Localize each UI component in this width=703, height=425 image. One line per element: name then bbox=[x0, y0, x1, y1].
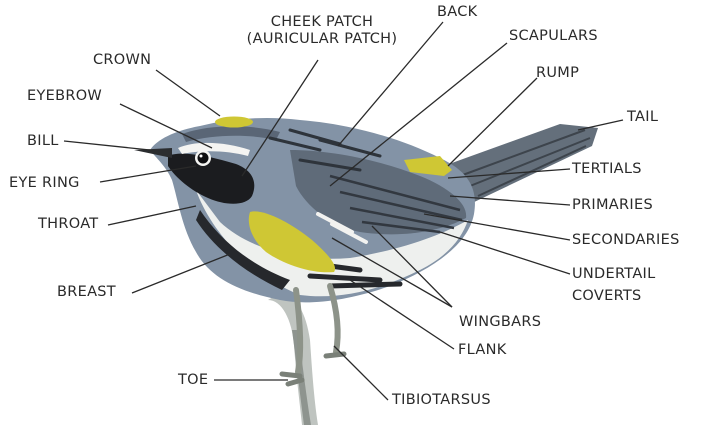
label-tibiotarsus: TIBIOTARSUS bbox=[392, 392, 491, 409]
label-tail: TAIL bbox=[627, 109, 658, 126]
eye bbox=[198, 153, 209, 164]
leader-flank bbox=[350, 280, 454, 349]
label-undertail-line1: UNDERTAIL bbox=[572, 266, 656, 283]
crown-patch bbox=[215, 117, 253, 128]
label-wingbars: WINGBARS bbox=[459, 314, 541, 331]
toes bbox=[282, 354, 344, 384]
label-eyebrow: EYEBROW bbox=[27, 88, 102, 105]
label-secondaries: SECONDARIES bbox=[572, 232, 680, 249]
label-undertail-coverts: UNDERTAIL COVERTS bbox=[572, 266, 656, 305]
label-toe: TOE bbox=[178, 372, 208, 389]
label-scapulars: SCAPULARS bbox=[509, 28, 598, 45]
leader-bill bbox=[64, 141, 150, 150]
label-bill: BILL bbox=[27, 133, 59, 150]
label-throat: THROAT bbox=[38, 216, 98, 233]
leader-tail bbox=[578, 120, 623, 130]
label-crown: CROWN bbox=[93, 52, 151, 69]
label-back: BACK bbox=[437, 4, 477, 21]
eye-highlight bbox=[200, 155, 203, 158]
label-cheek-patch-line2: (AURICULAR PATCH) bbox=[232, 31, 412, 48]
label-eye-ring: EYE RING bbox=[9, 175, 80, 192]
label-cheek-patch: CHEEK PATCH (AURICULAR PATCH) bbox=[232, 14, 412, 48]
leader-undertail bbox=[440, 232, 570, 274]
label-tertials: TERTIALS bbox=[572, 161, 642, 178]
label-primaries: PRIMARIES bbox=[572, 197, 653, 214]
label-rump: RUMP bbox=[536, 65, 579, 82]
perch-branch bbox=[268, 292, 318, 425]
leader-crown bbox=[156, 70, 220, 116]
label-breast: BREAST bbox=[57, 284, 116, 301]
label-flank: FLANK bbox=[458, 342, 507, 359]
leader-tibiotarsus bbox=[334, 346, 388, 400]
label-undertail-line2: COVERTS bbox=[572, 288, 656, 305]
label-cheek-patch-line1: CHEEK PATCH bbox=[232, 14, 412, 31]
